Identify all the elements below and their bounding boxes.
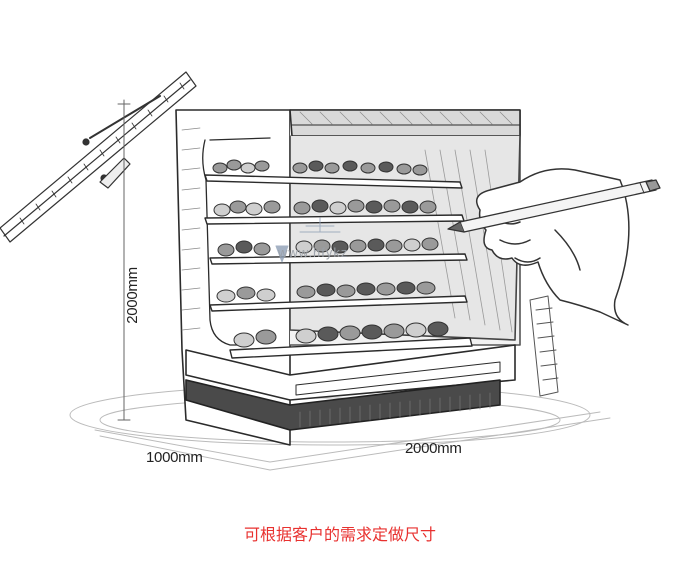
height-dimension-line (117, 99, 131, 421)
produce-row-2 (213, 199, 437, 217)
watermark-text: www.hfykz (278, 245, 349, 260)
pencil-icon (447, 179, 661, 233)
produce-row-4 (216, 281, 436, 303)
produce-row-5 (233, 321, 449, 348)
ruler-icon-right (529, 295, 559, 397)
height-dimension-label: 2000mm (123, 267, 141, 324)
cabinet-body (175, 109, 521, 446)
produce-row-1 (212, 159, 428, 176)
produce-row-3 (217, 237, 439, 257)
depth-dimension-label: 1000mm (146, 449, 203, 466)
produce (212, 159, 449, 348)
width-dimension-label: 2000mm (405, 440, 462, 457)
customization-caption: 可根据客户的需求定做尺寸 (243, 525, 436, 544)
ruler-icon (0, 71, 197, 243)
watermark-emblem (275, 217, 341, 263)
shelves (204, 174, 473, 359)
